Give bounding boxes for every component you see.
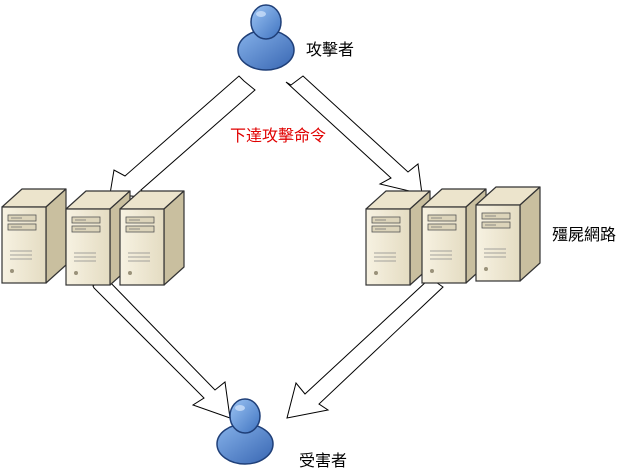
attacker-label: 攻擊者 (306, 40, 355, 59)
server-tower-icon (119, 190, 185, 286)
arrow-left-botnet-to-victim (92, 276, 231, 419)
server-tower-icon (1, 188, 67, 284)
attacker-user-icon (237, 4, 295, 71)
server-tower-icon (475, 186, 541, 282)
server-tower-icon (365, 190, 431, 286)
victim-label: 受害者 (299, 451, 348, 470)
botnet-label: 殭屍網路 (552, 225, 617, 244)
arrow-right-botnet-to-victim (286, 277, 444, 419)
command-label: 下達攻擊命令 (230, 126, 327, 145)
